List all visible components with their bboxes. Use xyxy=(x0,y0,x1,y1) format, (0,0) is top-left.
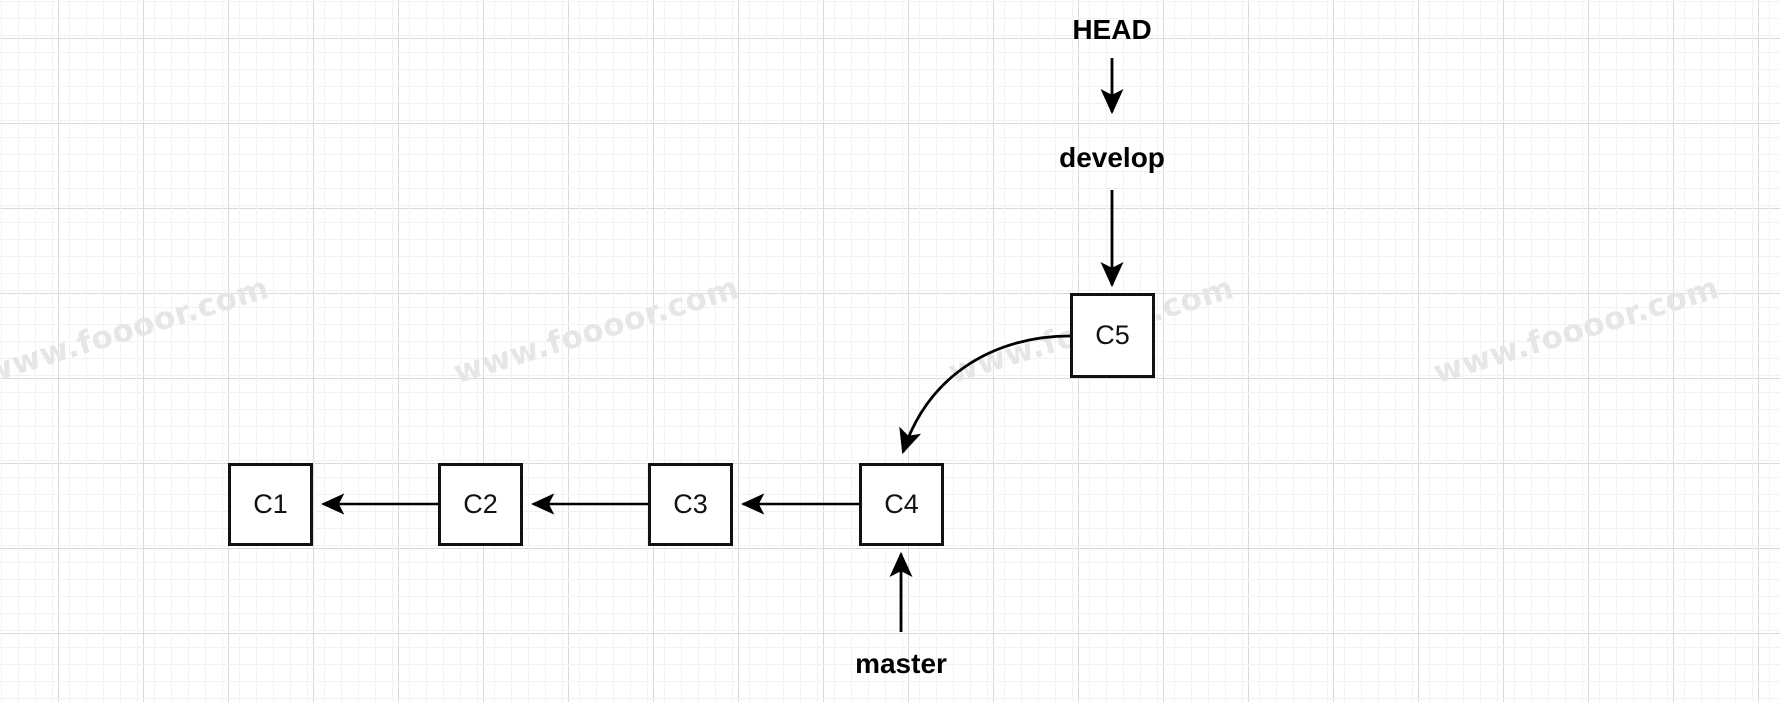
commit-node-label: C1 xyxy=(253,489,288,519)
commit-node-label: C3 xyxy=(673,489,708,519)
ref-label-head[interactable]: HEAD xyxy=(1072,14,1152,45)
commit-node-label: C4 xyxy=(884,489,919,519)
commit-node-c2[interactable]: C2 xyxy=(438,463,523,546)
ref-label-develop[interactable]: develop xyxy=(1059,142,1165,173)
commit-node-c5[interactable]: C5 xyxy=(1070,293,1155,378)
ref-label-master[interactable]: master xyxy=(855,648,947,679)
commit-node-c1[interactable]: C1 xyxy=(228,463,313,546)
edge-c5-to-c4 xyxy=(899,334,1071,455)
commit-node-label: C5 xyxy=(1095,320,1130,350)
commit-node-c4[interactable]: C4 xyxy=(859,463,944,546)
commit-node-label: C2 xyxy=(463,489,498,519)
commit-node-c3[interactable]: C3 xyxy=(648,463,733,546)
